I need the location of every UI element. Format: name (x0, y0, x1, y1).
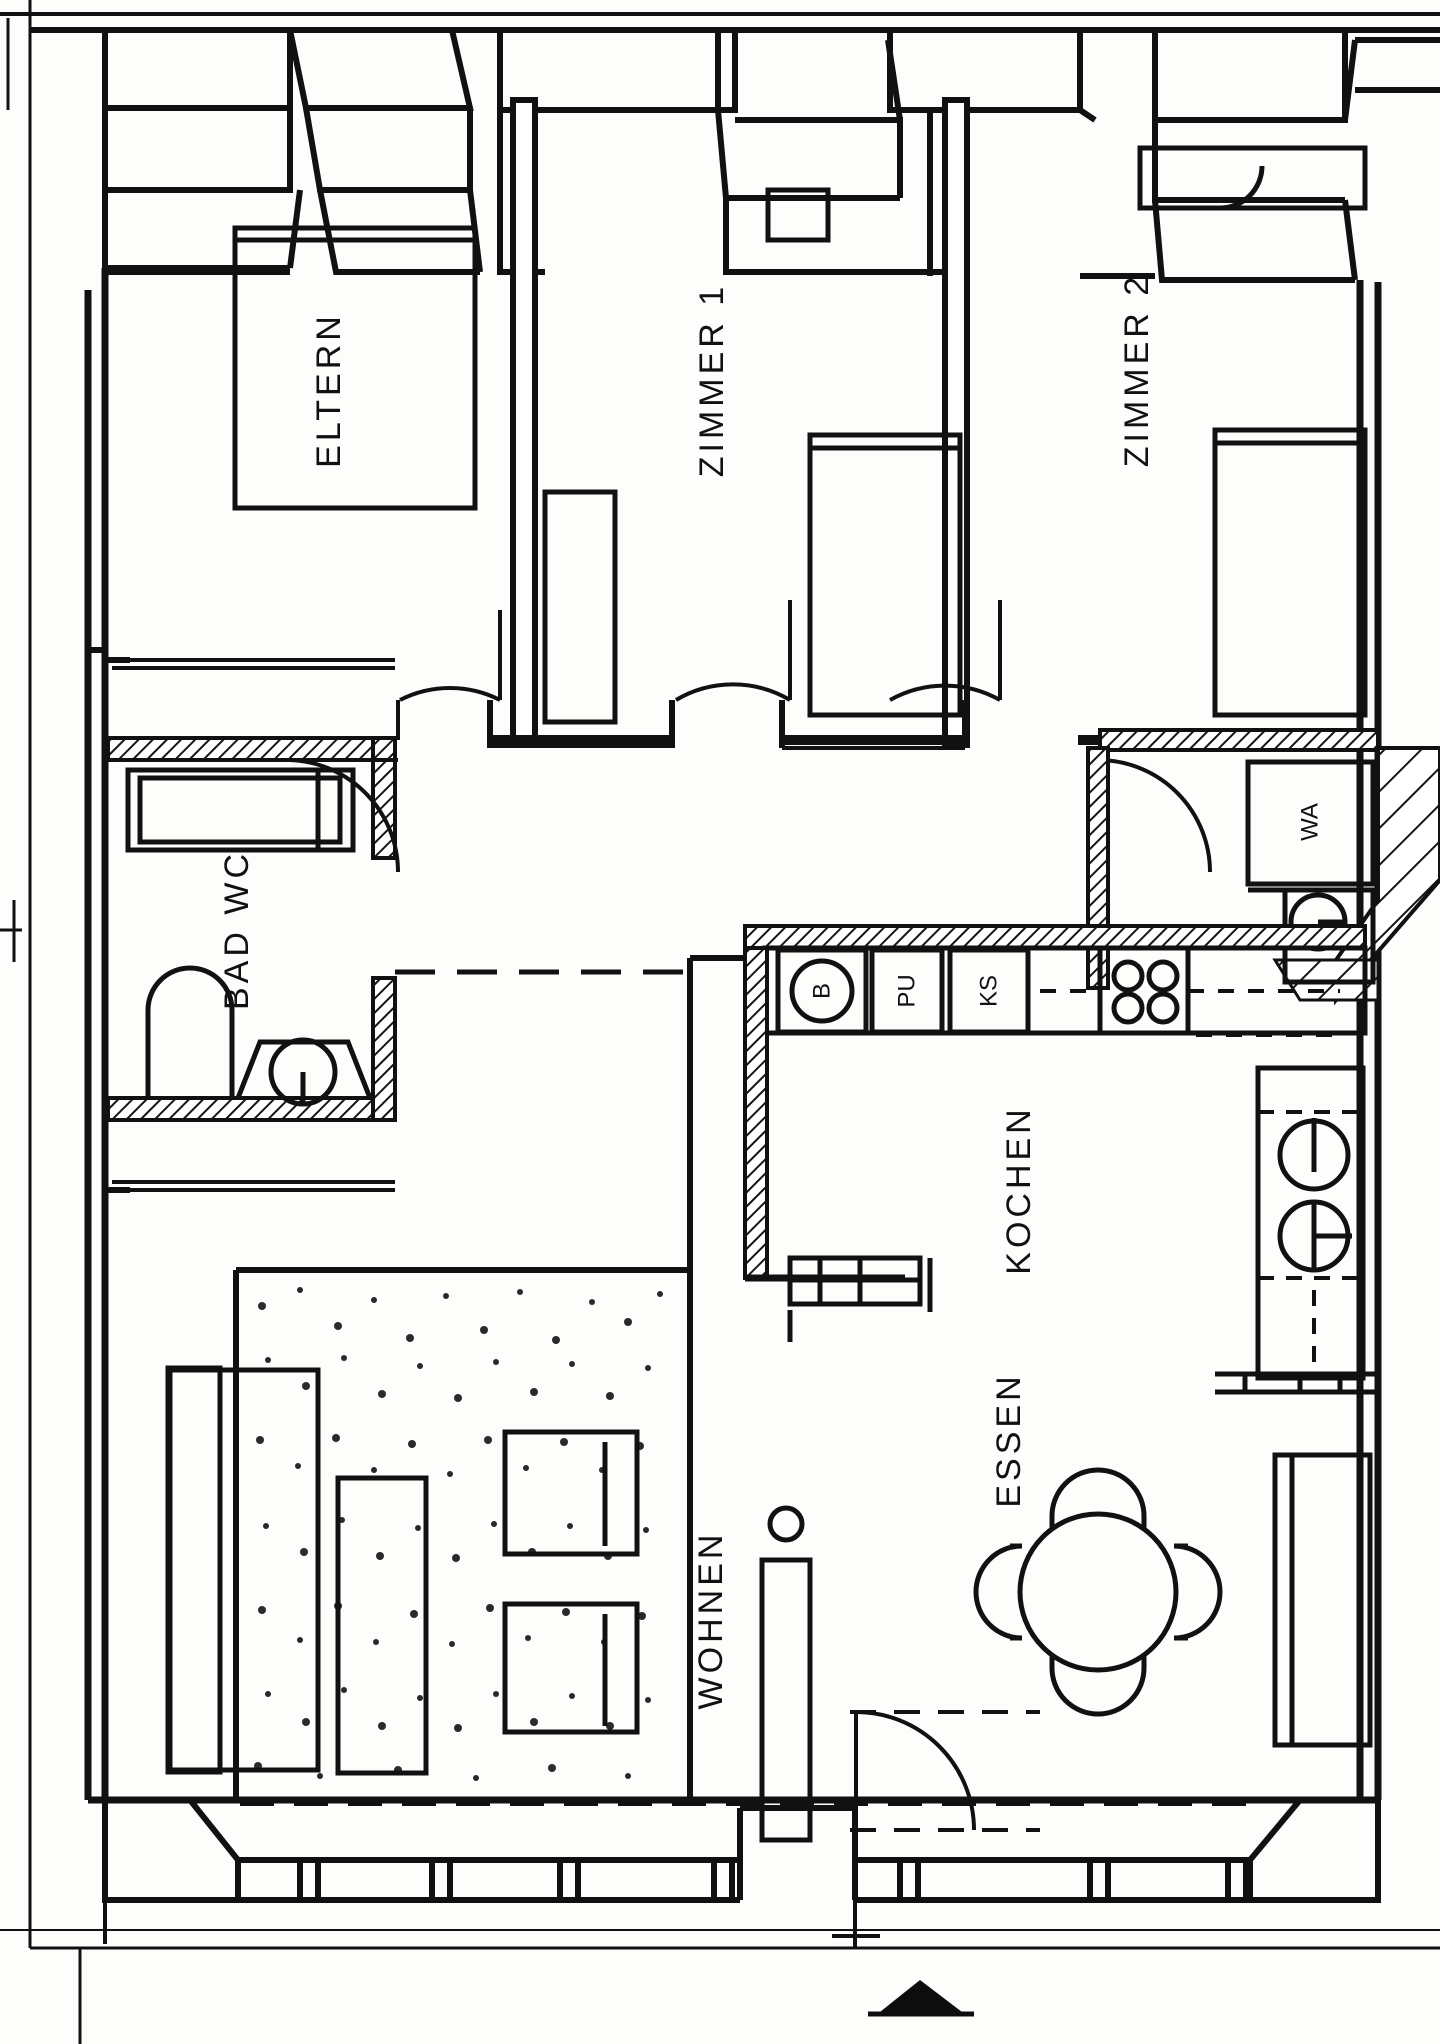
kitchen-small-counter (787, 1255, 933, 1342)
dining-chairs (973, 1467, 1223, 1717)
appliance-label-wa: WA (1297, 803, 1324, 841)
chair-north (1049, 1467, 1147, 1517)
chair-east (1173, 1543, 1223, 1641)
eltern-door (396, 610, 502, 740)
north-arrow-icon (868, 1980, 974, 2017)
room-label-kochen: KOCHEN (1000, 1105, 1038, 1274)
bath-counter-top (112, 658, 395, 670)
oven-label: B (809, 983, 836, 999)
bath-door (289, 758, 400, 873)
toilet (145, 965, 235, 1098)
desk-zimmer1 (765, 187, 831, 243)
wardrobe-2 (1137, 145, 1368, 211)
kitchen-sink-dashes (1258, 1066, 1363, 1372)
kitchen-counter-foot (1215, 1371, 1378, 1395)
room-label-badwc: BAD WC (218, 850, 256, 1010)
south-wall-windows (102, 1797, 1381, 1903)
hatched-wall-east-corridor (1098, 728, 1380, 752)
bed-zimmer1 (807, 432, 963, 718)
kitchen-sink-1 (1277, 1118, 1351, 1192)
chair-south (1049, 1667, 1147, 1717)
bench (335, 1475, 429, 1776)
pu-label: PU (894, 974, 921, 1007)
kitchen-counter-hatched-wall (743, 924, 1367, 950)
bed-zimmer2 (1212, 427, 1368, 718)
bathtub (125, 767, 356, 853)
ks-box[interactable] (947, 947, 1031, 1035)
bath-sink (235, 1037, 373, 1107)
wardrobe-1 (542, 489, 618, 725)
entry-door-dashed-axis (850, 1710, 1040, 1832)
oven-box[interactable] (775, 947, 869, 1035)
hob-centre-dashed (1040, 989, 1340, 1037)
zimmer1-door (674, 600, 792, 702)
kitchen-sink-2 (1277, 1199, 1352, 1273)
room-label-eltern: ELTERN (310, 312, 348, 468)
ks-label: KS (976, 975, 1003, 1007)
zimmer2-door (889, 600, 1002, 702)
east-storage-unit (1272, 1452, 1373, 1748)
room-label-essen: ESSEN (990, 1372, 1028, 1507)
sofa (165, 1365, 321, 1775)
living-room-walls (233, 1267, 693, 1800)
north-wall-with-windows (30, 27, 1440, 283)
bath-counter-bottom (112, 1180, 395, 1192)
bed-eltern (232, 225, 478, 511)
pu-box[interactable] (869, 947, 945, 1035)
dining-table (1017, 1511, 1179, 1673)
kitchen-east-counter (1255, 1065, 1366, 1381)
room-label-zimmer1: ZIMMER 1 (693, 283, 731, 477)
building-envelope (84, 268, 1382, 1804)
chair-west (973, 1543, 1023, 1641)
balcony-outline (103, 1900, 880, 1948)
pantry-wall (687, 955, 745, 1300)
armchair-2 (502, 1601, 640, 1735)
ceiling-light-icon (767, 1505, 805, 1543)
room-label-zimmer2: ZIMMER 2 (1118, 273, 1156, 467)
column (759, 1557, 813, 1843)
room-label-wohnen: WOHNEN (692, 1531, 730, 1710)
armchair-1 (502, 1429, 640, 1557)
